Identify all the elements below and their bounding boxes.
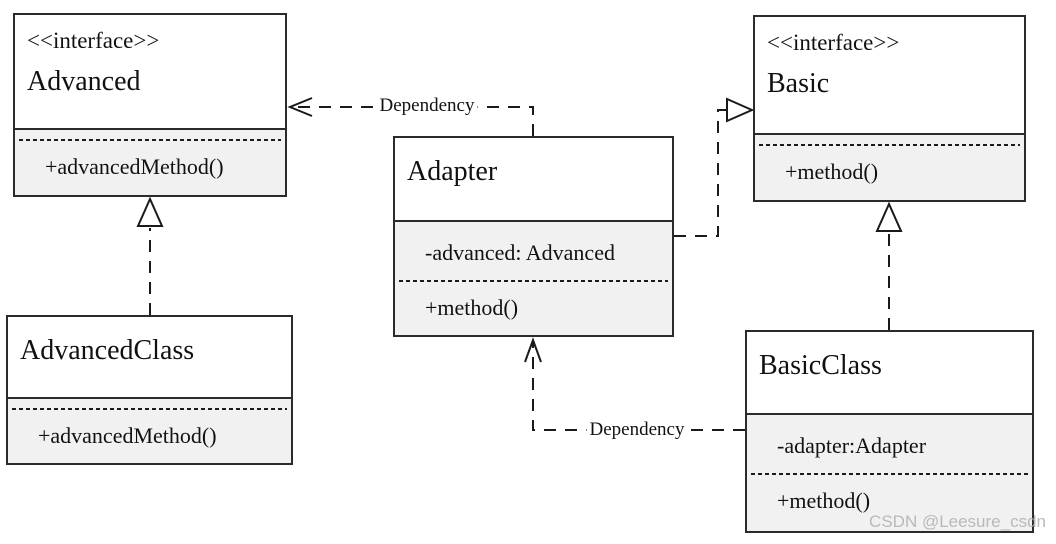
class-header: Adapter [395,138,672,222]
class-name: Advanced [27,66,141,97]
realization-arrow-advancedclass-to-advanced [136,196,164,315]
class-header: <<interface>> Basic [755,17,1024,135]
class-box-basic: <<interface>> Basic +method() [753,15,1026,202]
method-label: +method() [425,295,519,320]
method-label: +advancedMethod() [45,154,224,179]
members-compartment: +method() [755,135,1024,200]
class-box-advancedclass: AdvancedClass +advancedMethod() [6,315,293,465]
compartment-separator [399,280,668,282]
attribute-label: -adapter:Adapter [777,433,927,458]
class-header: AdvancedClass [8,317,291,399]
dependency-label-top: Dependency [376,95,478,117]
class-box-adapter: Adapter -advanced: Advanced +method() [393,136,674,337]
compartment-separator [19,139,281,141]
class-box-advanced: <<interface>> Advanced +advancedMethod() [13,13,287,197]
class-name: Adapter [407,156,498,187]
members-compartment: +advancedMethod() [8,399,291,463]
class-name: Basic [767,68,830,99]
class-name: BasicClass [759,350,882,381]
realization-arrow-adapter-to-basic [674,97,755,237]
compartment-separator [12,408,287,410]
realization-arrow-basicclass-to-basic [875,201,903,330]
watermark-text: CSDN @Leesure_csdn [869,512,1046,531]
dependency-label-bottom: Dependency [586,419,688,441]
stereotype-label: <<interface>> [27,28,160,53]
attributes-compartment [8,399,291,408]
class-header: <<interface>> Advanced [15,15,285,130]
stereotype-label: <<interface>> [767,30,900,55]
class-name: AdvancedClass [20,335,195,366]
method-label: +advancedMethod() [38,423,217,448]
method-label: +method() [777,488,871,513]
attributes-compartment [15,130,285,139]
members-compartment: -adapter:Adapter +method() [747,415,1032,531]
compartment-separator [751,473,1028,475]
dependency-arrow-basicclass-to-adapter [524,337,745,431]
attributes-compartment [755,135,1024,144]
class-box-basicclass: BasicClass -adapter:Adapter +method() [745,330,1034,533]
members-compartment: +advancedMethod() [15,130,285,195]
members-compartment: -advanced: Advanced +method() [395,222,672,335]
compartment-separator [759,144,1020,146]
class-header: BasicClass [747,332,1032,415]
method-label: +method() [785,159,879,184]
attribute-label: -advanced: Advanced [425,240,615,265]
